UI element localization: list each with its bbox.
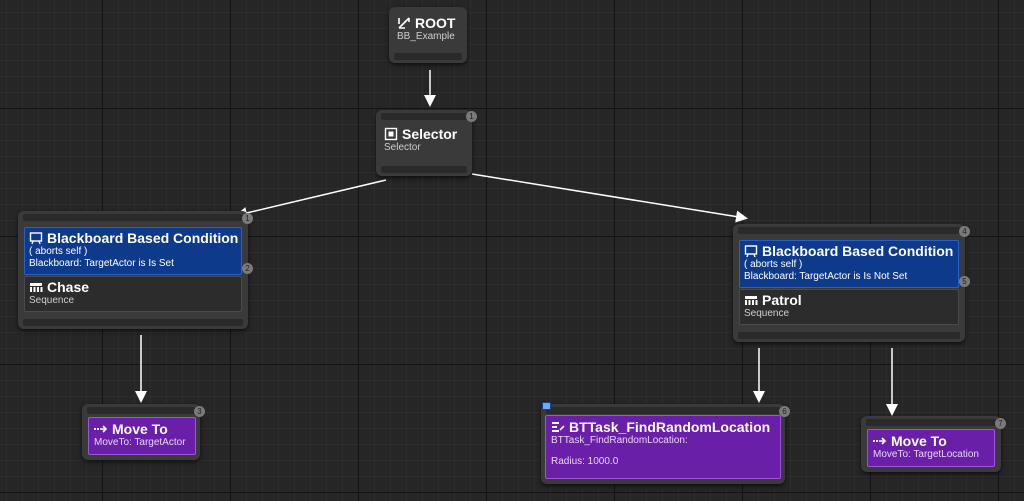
wire-selector-patrol <box>471 173 748 223</box>
execution-order-badge: 2 <box>242 263 253 274</box>
move-to-actor-node[interactable]: 3 Move To MoveTo: TargetActor <box>82 404 205 460</box>
patrol-subtitle: Sequence <box>744 308 790 319</box>
chase-decorator-condition: Blackboard: TargetActor is Is Set <box>29 258 174 269</box>
chase-decorator-title: Blackboard Based Condition <box>47 230 239 246</box>
chase-decorator[interactable]: Blackboard Based Condition ( aborts self… <box>24 227 242 275</box>
move-to-location-task[interactable]: Move To MoveTo: TargetLocation <box>867 429 995 467</box>
execution-order-badge: 5 <box>959 276 970 287</box>
find-random-location-task[interactable]: BTTask_FindRandomLocation BTTask_FindRan… <box>545 415 781 479</box>
wire-selector-chase <box>235 179 387 219</box>
move-to-location-subtitle: MoveTo: TargetLocation <box>873 449 979 460</box>
find-random-location-radius: Radius: 1000.0 <box>551 456 619 467</box>
sequence-icon <box>30 283 43 292</box>
selector-title: Selector <box>402 126 458 142</box>
execution-order-badge: 4 <box>959 226 970 237</box>
root-subtitle: BB_Example <box>397 31 455 42</box>
chase-title: Chase <box>47 279 90 295</box>
patrol-composite[interactable]: Patrol Sequence <box>739 289 959 325</box>
move-to-actor-title: Move To <box>112 421 168 437</box>
execution-order-badge: 6 <box>779 406 790 417</box>
root-title: ROOT <box>415 15 456 31</box>
move-to-location-node[interactable]: 7 Move To MoveTo: TargetLocation <box>861 416 1006 472</box>
move-to-actor-task[interactable]: Move To MoveTo: TargetActor <box>88 417 196 455</box>
blueprint-task-marker <box>542 402 551 410</box>
chase-decorator-aborts: ( aborts self ) <box>29 246 88 257</box>
patrol-decorator-aborts: ( aborts self ) <box>744 259 803 270</box>
task-icon <box>552 422 565 432</box>
patrol-decorator-title: Blackboard Based Condition <box>762 243 954 259</box>
find-random-location-desc: BTTask_FindRandomLocation: <box>551 435 688 446</box>
selector-icon <box>384 127 398 141</box>
move-to-location-title: Move To <box>891 433 947 449</box>
selector-subtitle: Selector <box>384 142 421 153</box>
chase-composite[interactable]: Chase Sequence <box>24 276 242 312</box>
execution-order-badge: 3 <box>194 406 205 417</box>
find-random-location-node[interactable]: 6 BTTask_FindRandomLocation BTTask_FindR… <box>541 402 790 484</box>
patrol-title: Patrol <box>762 292 802 308</box>
execution-order-badge: 7 <box>995 418 1006 429</box>
selector-node[interactable]: 1 Selector Selector <box>376 110 477 176</box>
chase-node[interactable]: 1 Blackboard Based Condition ( aborts se… <box>18 211 253 329</box>
blackboard-icon <box>744 245 758 258</box>
root-icon <box>398 17 410 29</box>
patrol-node[interactable]: 4 Blackboard Based Condition ( aborts se… <box>733 224 970 342</box>
patrol-decorator-condition: Blackboard: TargetActor is Is Not Set <box>744 271 908 282</box>
root-node[interactable]: ROOT BB_Example <box>389 7 467 63</box>
patrol-decorator[interactable]: Blackboard Based Condition ( aborts self… <box>739 240 959 288</box>
move-to-icon <box>873 437 887 445</box>
find-random-location-title: BTTask_FindRandomLocation <box>569 419 771 435</box>
move-to-actor-subtitle: MoveTo: TargetActor <box>94 437 186 448</box>
chase-subtitle: Sequence <box>29 295 75 306</box>
execution-order-badge: 1 <box>466 111 477 122</box>
blackboard-icon <box>29 232 43 245</box>
execution-order-badge: 1 <box>242 213 253 224</box>
sequence-icon <box>745 296 758 305</box>
move-to-icon <box>94 425 108 433</box>
